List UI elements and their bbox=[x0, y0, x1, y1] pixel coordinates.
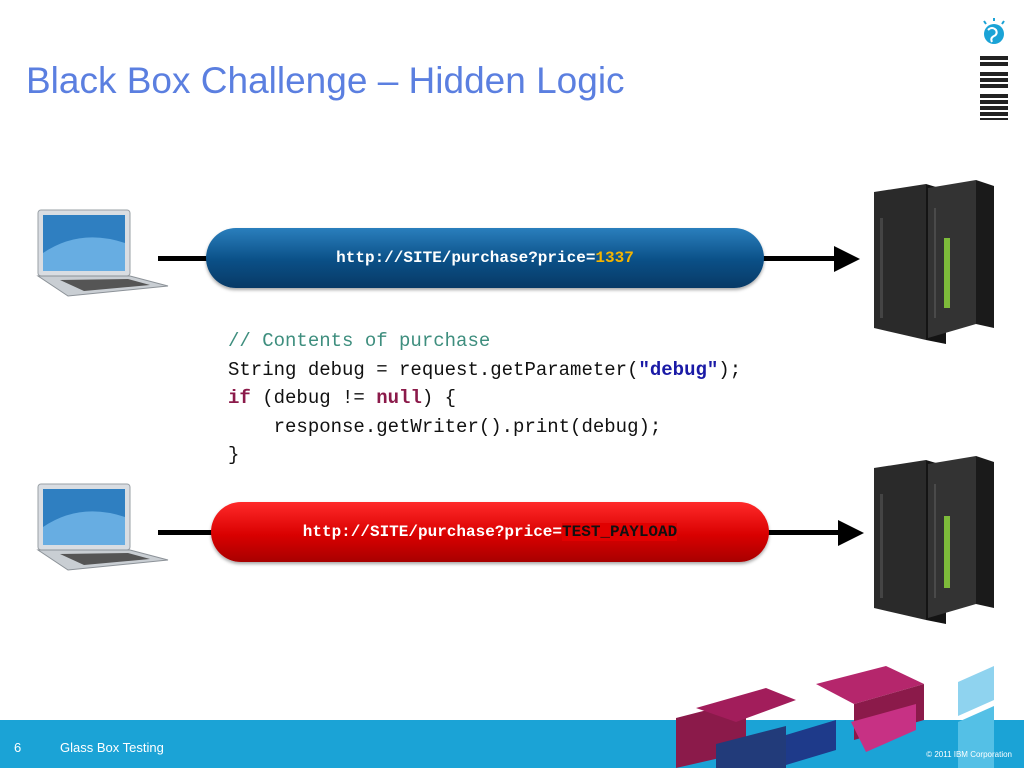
code-string: "debug" bbox=[638, 358, 719, 381]
code-line: String debug = request.getParameter("deb… bbox=[228, 356, 741, 385]
footer-title: Glass Box Testing bbox=[60, 740, 164, 755]
code-text: response.getWriter().print(debug); bbox=[228, 415, 662, 438]
connector-line bbox=[762, 256, 836, 261]
code-keyword: null bbox=[376, 387, 422, 409]
arrow-right-icon bbox=[838, 520, 864, 546]
normal-request-url: http://SITE/purchase?price=1337 bbox=[206, 228, 764, 288]
laptop-icon bbox=[36, 209, 169, 297]
code-text: (debug != bbox=[250, 387, 377, 409]
attack-request-url: http://SITE/purchase?price=TEST_PAYLOAD bbox=[211, 502, 769, 562]
url-prefix: http://SITE/purchase?price= bbox=[336, 249, 596, 267]
code-line: } bbox=[228, 441, 741, 470]
code-comment: // Contents of purchase bbox=[228, 330, 491, 352]
code-line: response.getWriter().print(debug); bbox=[228, 413, 741, 442]
footer-bar bbox=[0, 720, 1024, 768]
code-line: if (debug != null) { bbox=[228, 384, 741, 413]
price-value: 1337 bbox=[595, 249, 634, 267]
ibm-wordmark bbox=[980, 56, 1008, 120]
decorative-graphic bbox=[676, 666, 994, 768]
connector-line bbox=[767, 530, 839, 535]
arrow-right-icon bbox=[834, 246, 860, 272]
slide-title: Black Box Challenge – Hidden Logic bbox=[26, 60, 625, 101]
code-text: ) { bbox=[421, 387, 457, 409]
server-icon bbox=[874, 180, 994, 344]
payload-value: TEST_PAYLOAD bbox=[562, 523, 678, 541]
copyright-notice: © 2011 IBM Corporation bbox=[926, 750, 1012, 759]
laptop-icon bbox=[36, 483, 169, 571]
code-line: // Contents of purchase bbox=[228, 327, 741, 356]
ibm-logo bbox=[980, 18, 1008, 120]
code-text: } bbox=[228, 444, 240, 466]
code-text: ); bbox=[718, 358, 742, 381]
server-icon bbox=[874, 456, 994, 624]
code-keyword: if bbox=[228, 387, 251, 409]
globe-icon bbox=[983, 18, 1005, 44]
url-prefix: http://SITE/purchase?price= bbox=[302, 523, 563, 541]
page-number: 6 bbox=[14, 740, 22, 755]
code-text: String debug = request.getParameter( bbox=[228, 358, 639, 381]
connector-line bbox=[158, 530, 212, 535]
connector-line bbox=[158, 256, 208, 261]
